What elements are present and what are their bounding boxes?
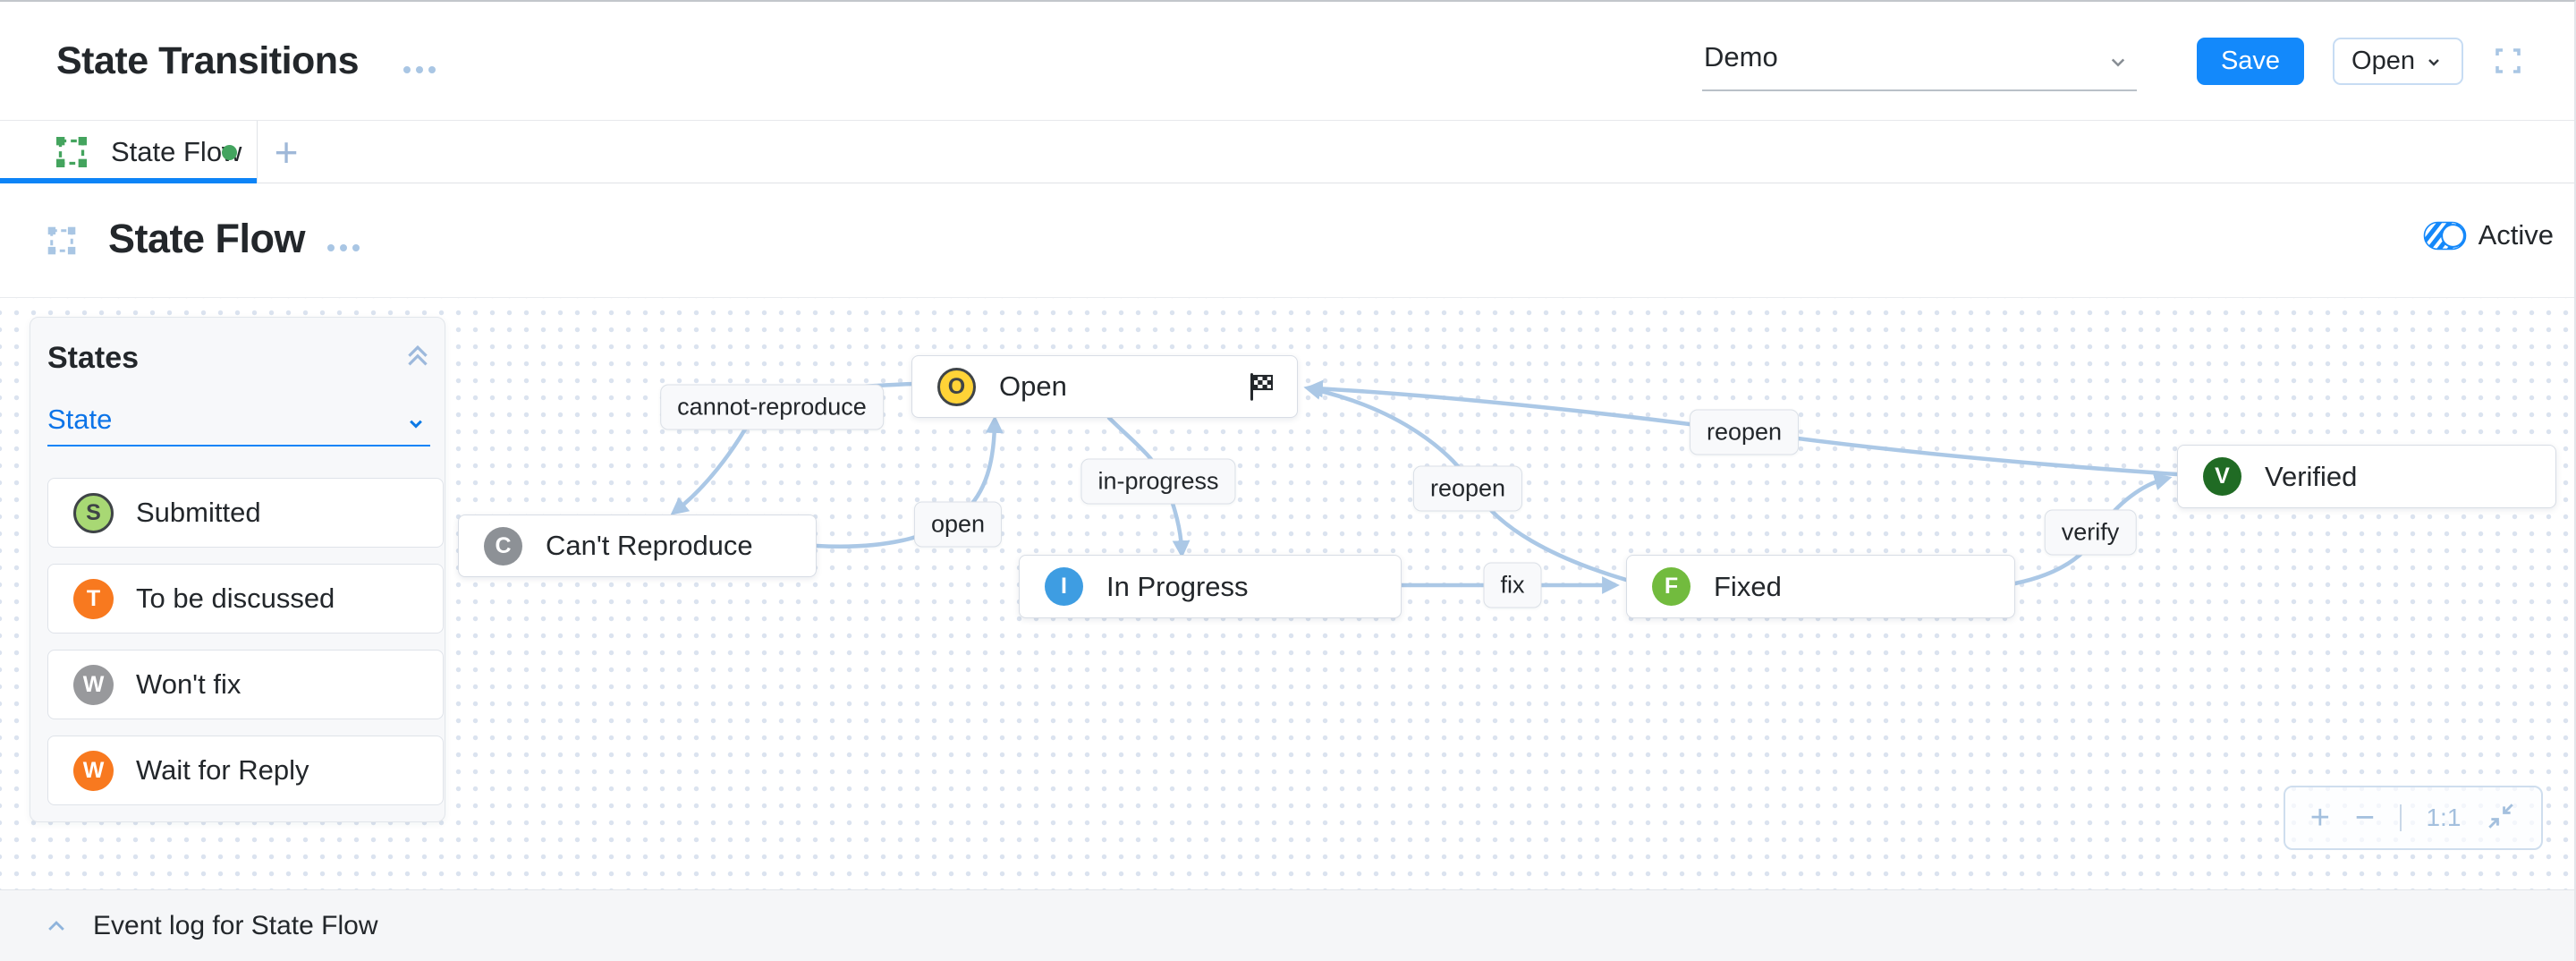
state-color-badge: T [73,578,114,619]
diagram-canvas[interactable]: cannot-reproduce open in-progress fix reopen… [0,298,2574,889]
state-item-label: To be discussed [136,583,335,614]
chevron-down-icon [410,420,422,429]
workflow-project-select[interactable]: Demo [1702,34,2137,91]
actual-size-button[interactable]: 1:1 [2426,804,2462,831]
event-log-label: Event log for State Flow [93,911,378,940]
state-field-select[interactable]: State [47,404,430,446]
chevron-down-icon [2111,58,2125,67]
rule-more-menu-icon[interactable] [327,244,360,251]
transition-label-in-progress[interactable]: in-progress [1080,458,1236,505]
state-color-badge: F [1652,567,1690,606]
rule-tabbar: State Flow + [0,121,2574,184]
save-button[interactable]: Save [2197,38,2304,85]
state-node-label: Verified [2265,460,2358,492]
active-toggle-label: Active [2478,219,2554,251]
fit-to-screen-icon[interactable] [2486,801,2516,836]
state-list-item[interactable]: S Submitted [47,478,444,548]
event-log-header[interactable]: Event log for State Flow [0,889,2574,961]
state-list-item[interactable]: W Won't fix [47,650,444,719]
transition-label-reopen[interactable]: reopen [1412,465,1523,512]
active-toggle-icon [2423,221,2466,250]
add-tab-button[interactable]: + [274,129,299,175]
states-panel-title: States [47,341,140,375]
chevron-up-icon [48,921,64,931]
state-color-badge: I [1045,567,1083,606]
state-node-label: Can't Reproduce [546,530,753,561]
tab-state-flow[interactable]: State Flow [0,121,258,184]
state-color-badge: C [484,526,522,566]
workflow-project-select-value: Demo [1704,41,1778,72]
chevron-down-icon [2428,58,2439,66]
divider [2399,804,2402,831]
transition-label-verify[interactable]: verify [2044,509,2137,556]
tab-modified-dot [222,145,237,160]
state-color-badge: W [73,664,114,705]
state-list-item[interactable]: W Wait for Reply [47,736,444,805]
rule-title: State Flow [108,216,306,261]
state-list-item[interactable]: T To be discussed [47,564,444,634]
state-node-verified[interactable]: V Verified [2177,445,2556,508]
collapse-panel-icon[interactable] [403,341,432,374]
state-field-select-value: State [47,404,113,435]
fullscreen-icon[interactable] [2492,45,2524,81]
state-machine-icon [47,226,76,255]
state-color-badge: V [2203,457,2241,496]
app-header: State Transitions Demo Save Open [0,2,2574,121]
state-node-fixed[interactable]: F Fixed [1626,555,2015,618]
state-item-label: Submitted [136,497,261,528]
state-node-label: Fixed [1714,570,1782,602]
open-button-label: Open [2351,47,2415,75]
transition-label-reopen[interactable]: reopen [1689,409,1800,455]
zoom-controls: + − 1:1 [2284,786,2543,850]
title-more-menu-icon[interactable] [403,66,436,73]
state-node-open[interactable]: O Open [911,355,1298,418]
state-node-label: Open [999,370,1067,402]
open-button[interactable]: Open [2333,38,2463,85]
state-node-cant-reproduce[interactable]: C Can't Reproduce [458,515,817,577]
state-color-badge: W [73,750,114,791]
transition-label-fix[interactable]: fix [1483,562,1542,608]
initial-state-flag-icon [1250,373,1274,401]
zoom-out-button[interactable]: − [2354,799,2375,837]
state-color-badge: O [937,367,976,406]
state-item-label: Wait for Reply [136,754,309,786]
tab-label: State Flow [111,136,242,167]
state-machine-icon [56,137,87,167]
state-node-in-progress[interactable]: I In Progress [1019,555,1402,618]
transition-label-cannot-reproduce[interactable]: cannot-reproduce [660,384,884,430]
page-title: State Transitions [56,39,359,82]
transition-label-open[interactable]: open [913,501,1003,548]
state-color-badge: S [73,492,114,533]
zoom-in-button[interactable]: + [2309,799,2330,837]
state-node-label: In Progress [1106,570,1249,602]
rule-header: State Flow Active [0,183,2574,298]
state-item-label: Won't fix [136,668,242,700]
active-toggle[interactable]: Active [2423,219,2554,251]
